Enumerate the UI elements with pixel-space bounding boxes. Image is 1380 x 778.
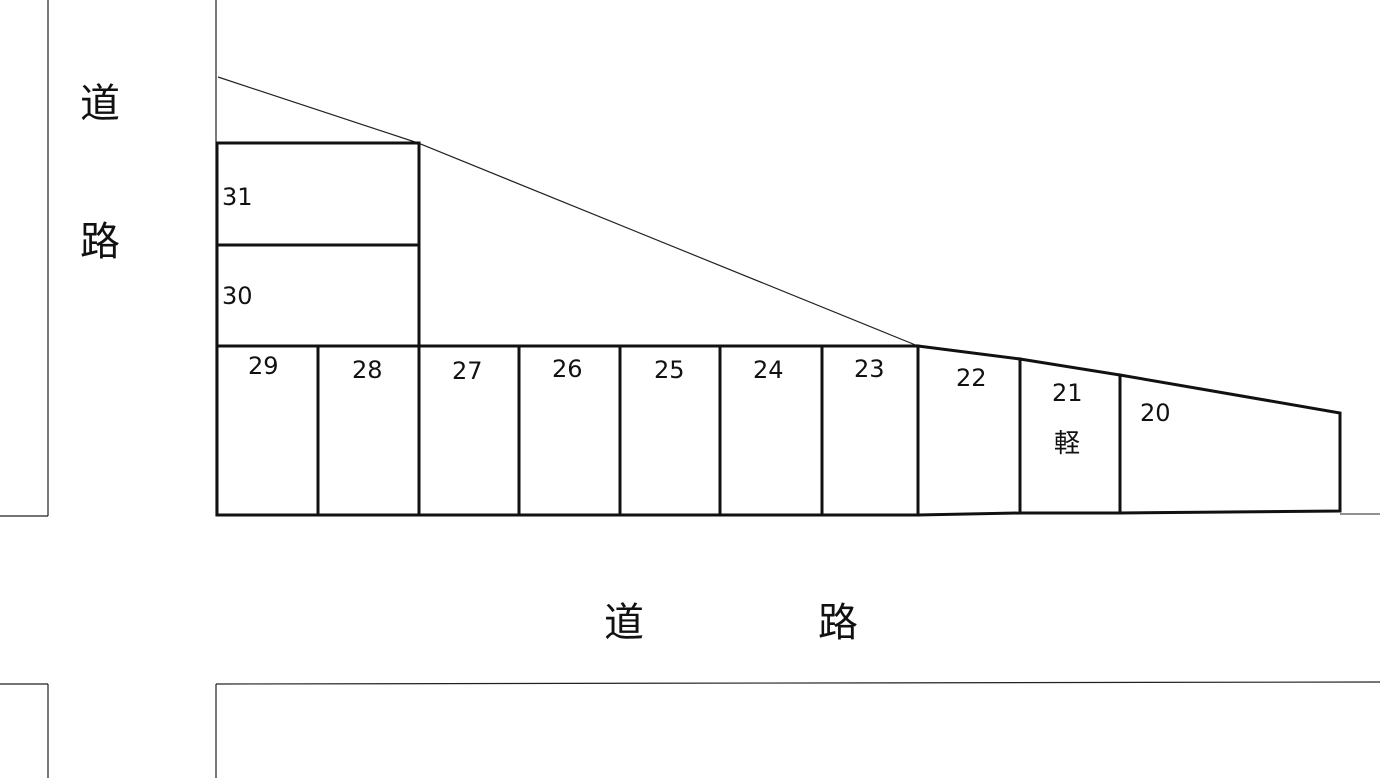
- lot-29-number: 29: [248, 352, 279, 380]
- lot-20-number: 20: [1140, 399, 1171, 427]
- lot-27-number: 27: [452, 357, 483, 385]
- bottom-road-label-char-1: 道: [604, 600, 644, 646]
- lot-25-number: 25: [654, 356, 685, 384]
- lot-23-number: 23: [854, 355, 885, 383]
- lower-block-top-edge: [215, 681, 1380, 685]
- lot-30-number: 30: [222, 282, 253, 310]
- site-boundary-diagonal: [217, 76, 919, 347]
- left-road-label-char-2: 路: [80, 219, 120, 265]
- lot-22-number: 22: [956, 364, 987, 392]
- lot-24-number: 24: [753, 356, 784, 384]
- lot-31-number: 31: [222, 183, 253, 211]
- lot-21-number: 21: [1052, 379, 1083, 407]
- left-road-label-char-1: 道: [80, 81, 120, 127]
- bottom-road-label-char-2: 路: [818, 600, 858, 646]
- lot-26-number: 26: [552, 355, 583, 383]
- lot-28-number: 28: [352, 356, 383, 384]
- lot-21-note: 軽: [1054, 429, 1081, 459]
- lot-20-outline: [1118, 373, 1342, 515]
